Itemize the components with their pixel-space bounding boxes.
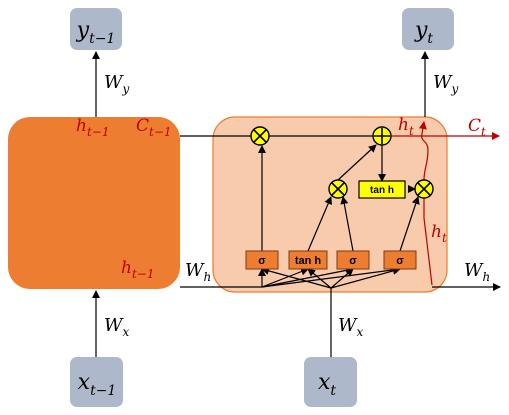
svg-text:yt: yt [414,18,433,47]
sigma-input-gate: σ [336,250,370,270]
input-multiply-op [328,179,348,199]
wy-left-label: Wy [104,72,130,96]
previous-cell-block [8,117,180,289]
wx-left-label: Wx [104,315,130,339]
wh-right-label: Wh [464,260,490,284]
wh-mid-label: Wh [185,260,211,284]
svg-text:tan h: tan h [295,255,322,267]
tanh-cell-box: tan h [358,180,406,199]
svg-text:σ: σ [396,255,404,267]
y-t-node: yt [402,8,454,50]
h-t-top-label: ht [398,115,414,138]
cell-add-op [372,126,392,146]
tanh-candidate-gate: tan h [288,250,328,270]
highlight-paths [391,121,500,286]
h-prev-top-label: ht−1 [76,116,109,139]
c-prev-label: Ct−1 [136,116,172,139]
x-prev-node: xt−1 [70,357,123,407]
c-t-label: Ct [468,116,486,139]
output-multiply-op [414,179,434,199]
svg-text:σ: σ [349,255,357,267]
y-prev-node: yt−1 [70,8,122,50]
svg-text:yt−1: yt−1 [76,18,116,47]
forget-multiply-op [250,126,270,146]
x-t-node: xt [304,357,357,407]
sigma-forget-gate: σ [245,250,279,270]
svg-text:xt−1: xt−1 [78,370,117,399]
svg-text:σ: σ [258,255,266,267]
svg-text:tan h: tan h [370,185,394,196]
svg-text:xt: xt [318,370,336,399]
connections [92,51,501,357]
h-t-side-label: ht [431,222,447,245]
wy-right-label: Wy [433,72,459,96]
h-prev-bottom-label: ht−1 [121,258,154,281]
wx-right-label: Wx [338,315,364,339]
sigma-output-gate: σ [383,250,417,270]
